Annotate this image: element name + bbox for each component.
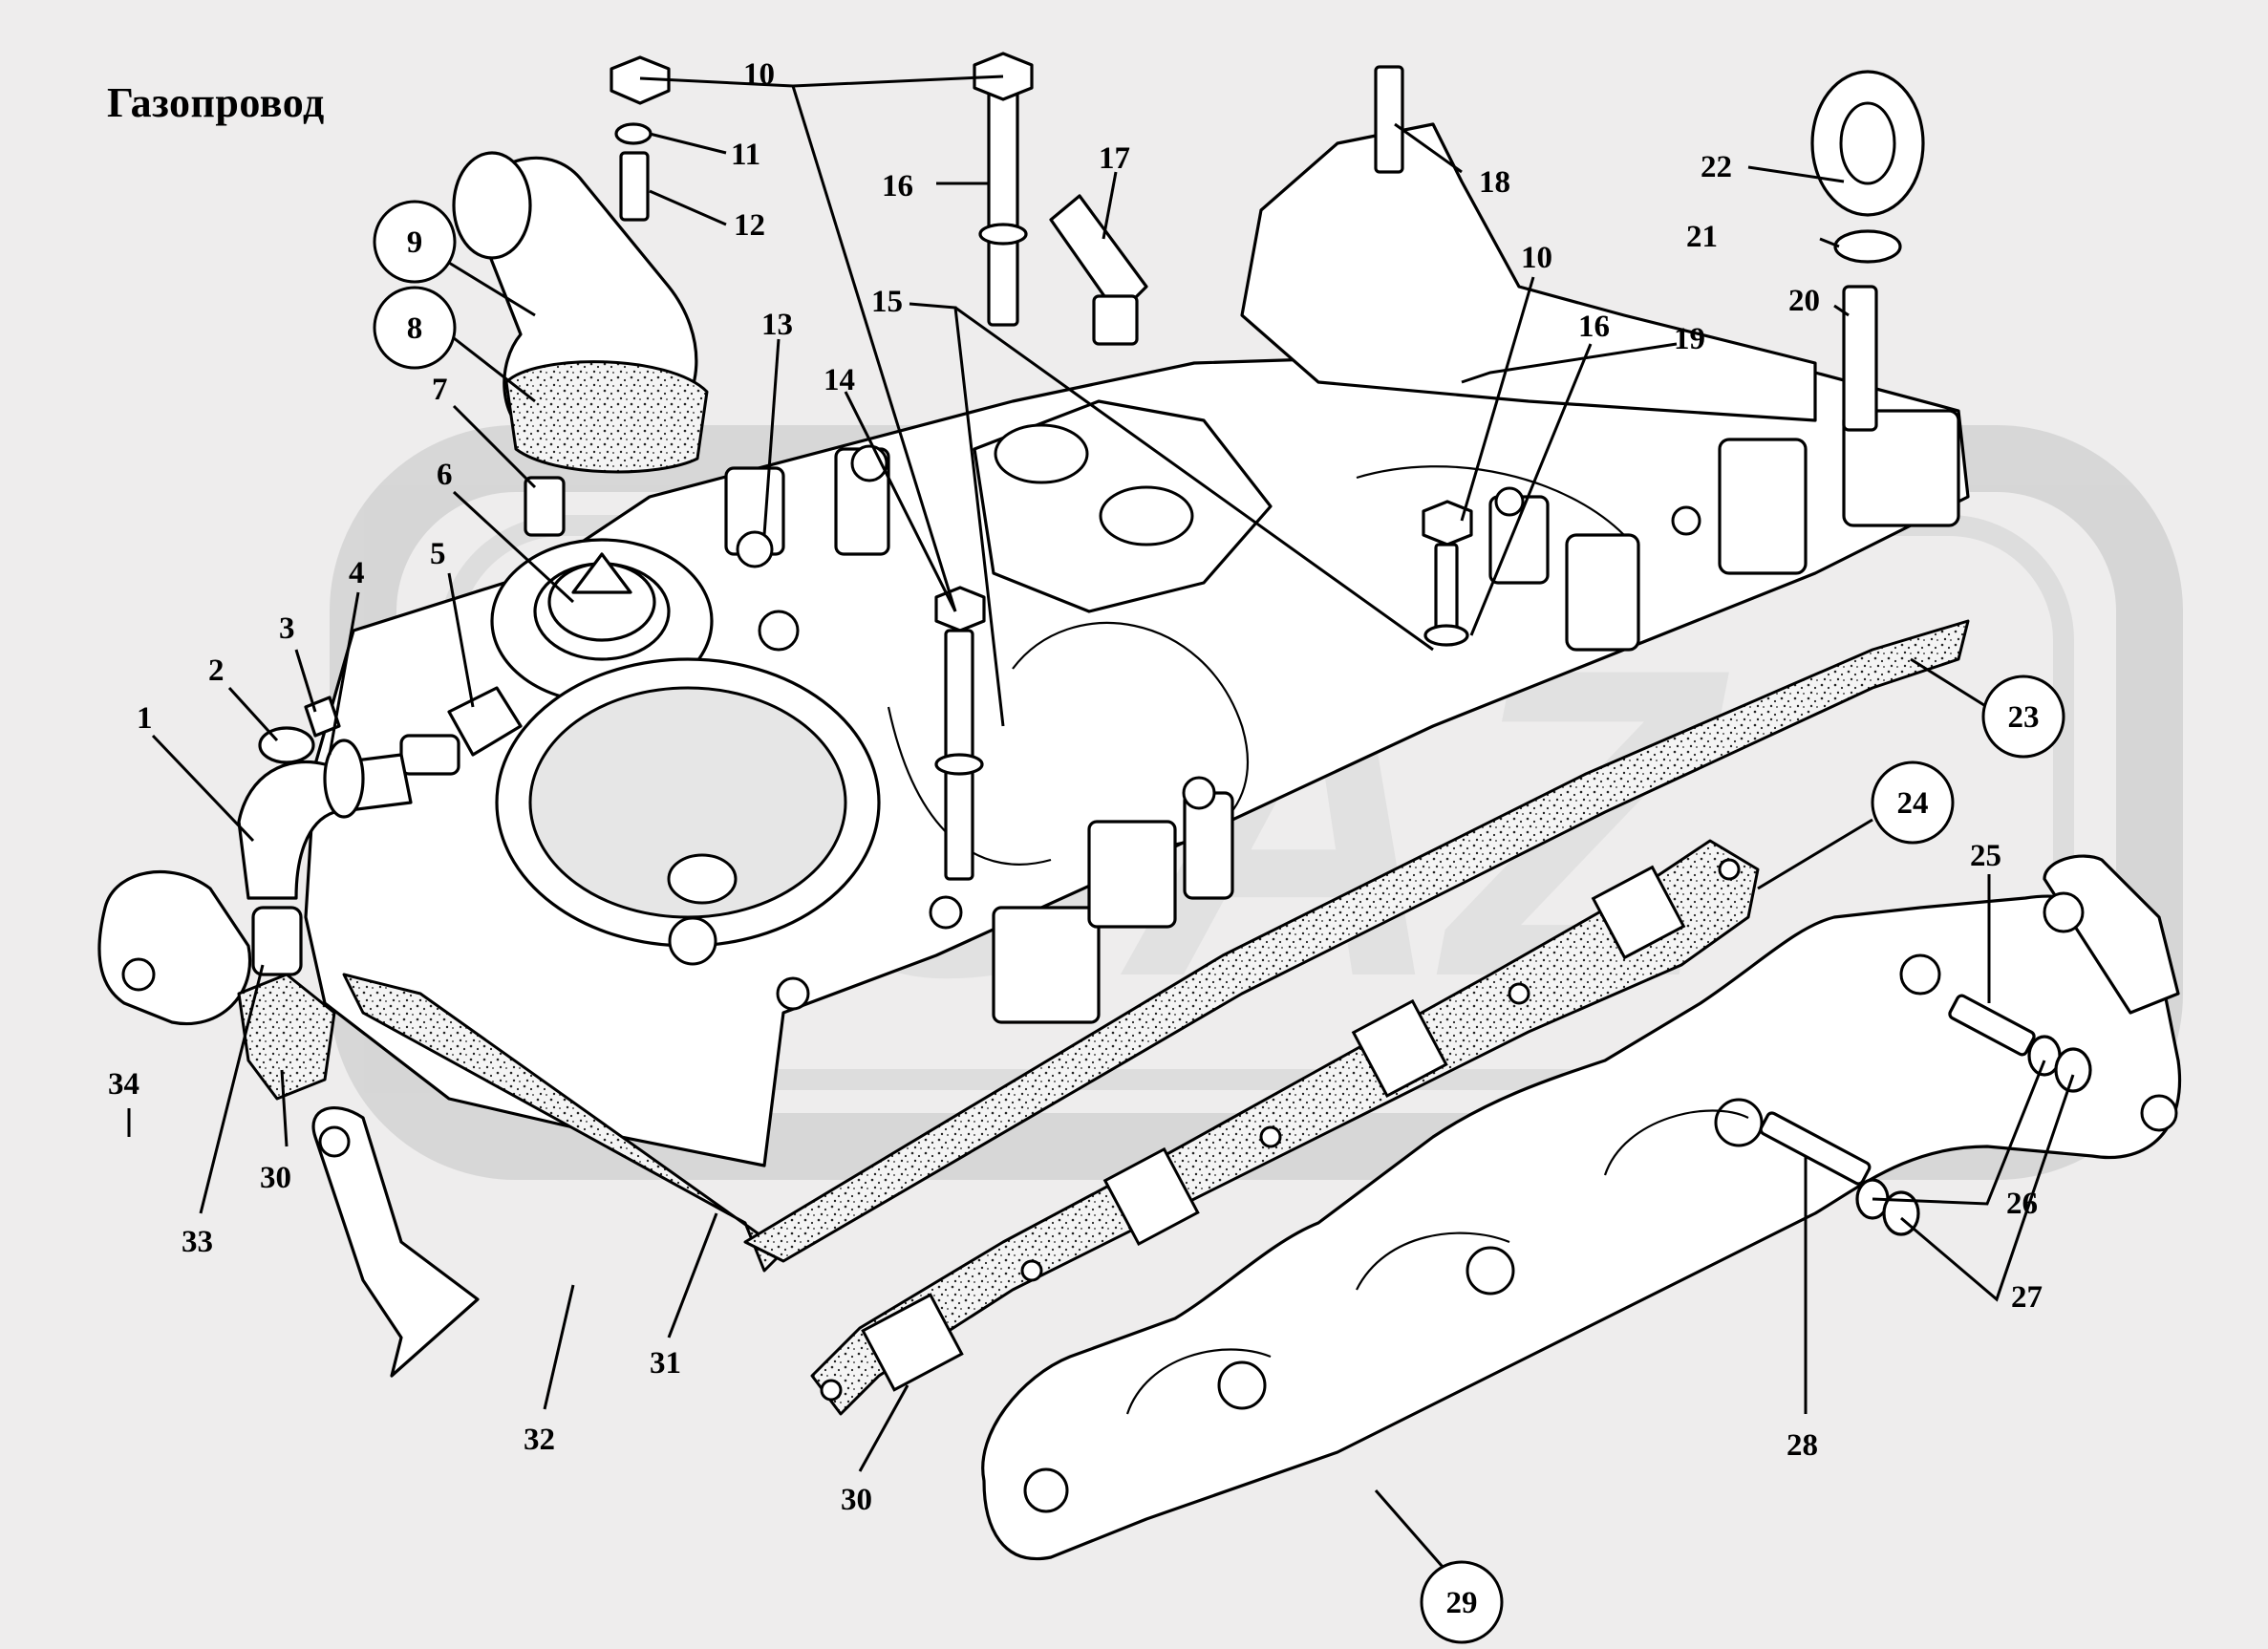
callout-1: 1 bbox=[137, 701, 153, 736]
sensor-7 bbox=[524, 476, 566, 537]
callout-11: 11 bbox=[731, 138, 760, 172]
clamp-2 bbox=[258, 726, 315, 764]
stud-18 bbox=[1374, 65, 1404, 174]
gasket-23 bbox=[743, 619, 1970, 1263]
stud-25 bbox=[1948, 994, 2036, 1057]
callout-30-left: 30 bbox=[260, 1161, 291, 1195]
callout-13: 13 bbox=[761, 308, 793, 342]
callout-29: 29 bbox=[1420, 1560, 1504, 1644]
bolt-16-left bbox=[978, 84, 1028, 327]
callout-25: 25 bbox=[1970, 839, 2001, 873]
stud-12 bbox=[619, 151, 650, 222]
washer-11 bbox=[614, 122, 653, 145]
gasket-30-left bbox=[237, 973, 336, 1101]
stud-20 bbox=[1842, 285, 1878, 432]
thermostat-6 bbox=[547, 552, 656, 642]
gasket-31-long bbox=[342, 973, 785, 1273]
flange-34 bbox=[97, 869, 252, 1026]
callout-17: 17 bbox=[1099, 141, 1130, 176]
page-title: Газопровод bbox=[107, 79, 325, 126]
callout-20: 20 bbox=[1788, 284, 1820, 318]
callout-21: 21 bbox=[1686, 220, 1718, 254]
fitting-5 bbox=[399, 686, 523, 776]
callout-14: 14 bbox=[824, 363, 855, 397]
callout-2: 2 bbox=[208, 653, 225, 688]
callout-8: 8 bbox=[373, 286, 457, 370]
hose-1 bbox=[237, 753, 413, 900]
stud-28 bbox=[1759, 1111, 1872, 1186]
callout-10-top: 10 bbox=[743, 57, 775, 92]
callout-30-right: 30 bbox=[841, 1483, 872, 1517]
callout-7: 7 bbox=[432, 373, 448, 407]
callout-16-left: 16 bbox=[882, 169, 913, 203]
nut-10-left bbox=[610, 55, 671, 105]
callout-6: 6 bbox=[437, 458, 453, 492]
svg-text:23: 23 bbox=[2008, 700, 2040, 735]
callout-4: 4 bbox=[349, 556, 365, 590]
callout-28: 28 bbox=[1787, 1428, 1818, 1463]
callout-23: 23 bbox=[1981, 675, 2065, 759]
callout-34: 34 bbox=[108, 1067, 139, 1102]
clamp-4 bbox=[323, 739, 365, 819]
svg-text:24: 24 bbox=[1897, 786, 1929, 821]
callout-33: 33 bbox=[182, 1225, 213, 1259]
callout-19: 19 bbox=[1674, 322, 1705, 356]
callout-15: 15 bbox=[871, 285, 903, 319]
callout-31: 31 bbox=[650, 1346, 681, 1381]
callout-16-right: 16 bbox=[1578, 310, 1610, 344]
callout-27: 27 bbox=[2011, 1280, 2043, 1315]
callout-9: 9 bbox=[373, 200, 457, 284]
gasket-30-right bbox=[810, 839, 1760, 1416]
leader-lines bbox=[127, 75, 2075, 1568]
callout-labels: 1 2 3 4 5 6 7 8 9 10 10 11 12 13 14 15 1… bbox=[108, 57, 2065, 1644]
callout-12: 12 bbox=[734, 208, 765, 243]
callout-32: 32 bbox=[524, 1423, 555, 1457]
callout-18: 18 bbox=[1479, 165, 1510, 200]
pipe-17 bbox=[1049, 194, 1148, 346]
fitting-33 bbox=[251, 906, 303, 976]
washer-26 bbox=[1855, 1035, 2062, 1220]
exhaust-manifold-29 bbox=[981, 854, 2181, 1561]
svg-text:9: 9 bbox=[407, 225, 423, 260]
callout-26: 26 bbox=[2006, 1187, 2038, 1221]
intake-manifold bbox=[304, 122, 1970, 1167]
callout-5: 5 bbox=[430, 537, 446, 571]
bolt-16-right bbox=[1422, 500, 1473, 647]
callout-3: 3 bbox=[279, 611, 295, 646]
callout-10-right: 10 bbox=[1521, 241, 1552, 275]
svg-text:29: 29 bbox=[1446, 1586, 1478, 1620]
callout-24: 24 bbox=[1871, 760, 1955, 845]
washer-21 bbox=[1833, 229, 1902, 264]
heat-shield-32 bbox=[311, 1106, 480, 1378]
eye-bolt-22 bbox=[1810, 70, 1925, 217]
callout-22: 22 bbox=[1701, 150, 1732, 184]
svg-text:8: 8 bbox=[407, 311, 423, 346]
gasket-8 bbox=[504, 360, 709, 474]
